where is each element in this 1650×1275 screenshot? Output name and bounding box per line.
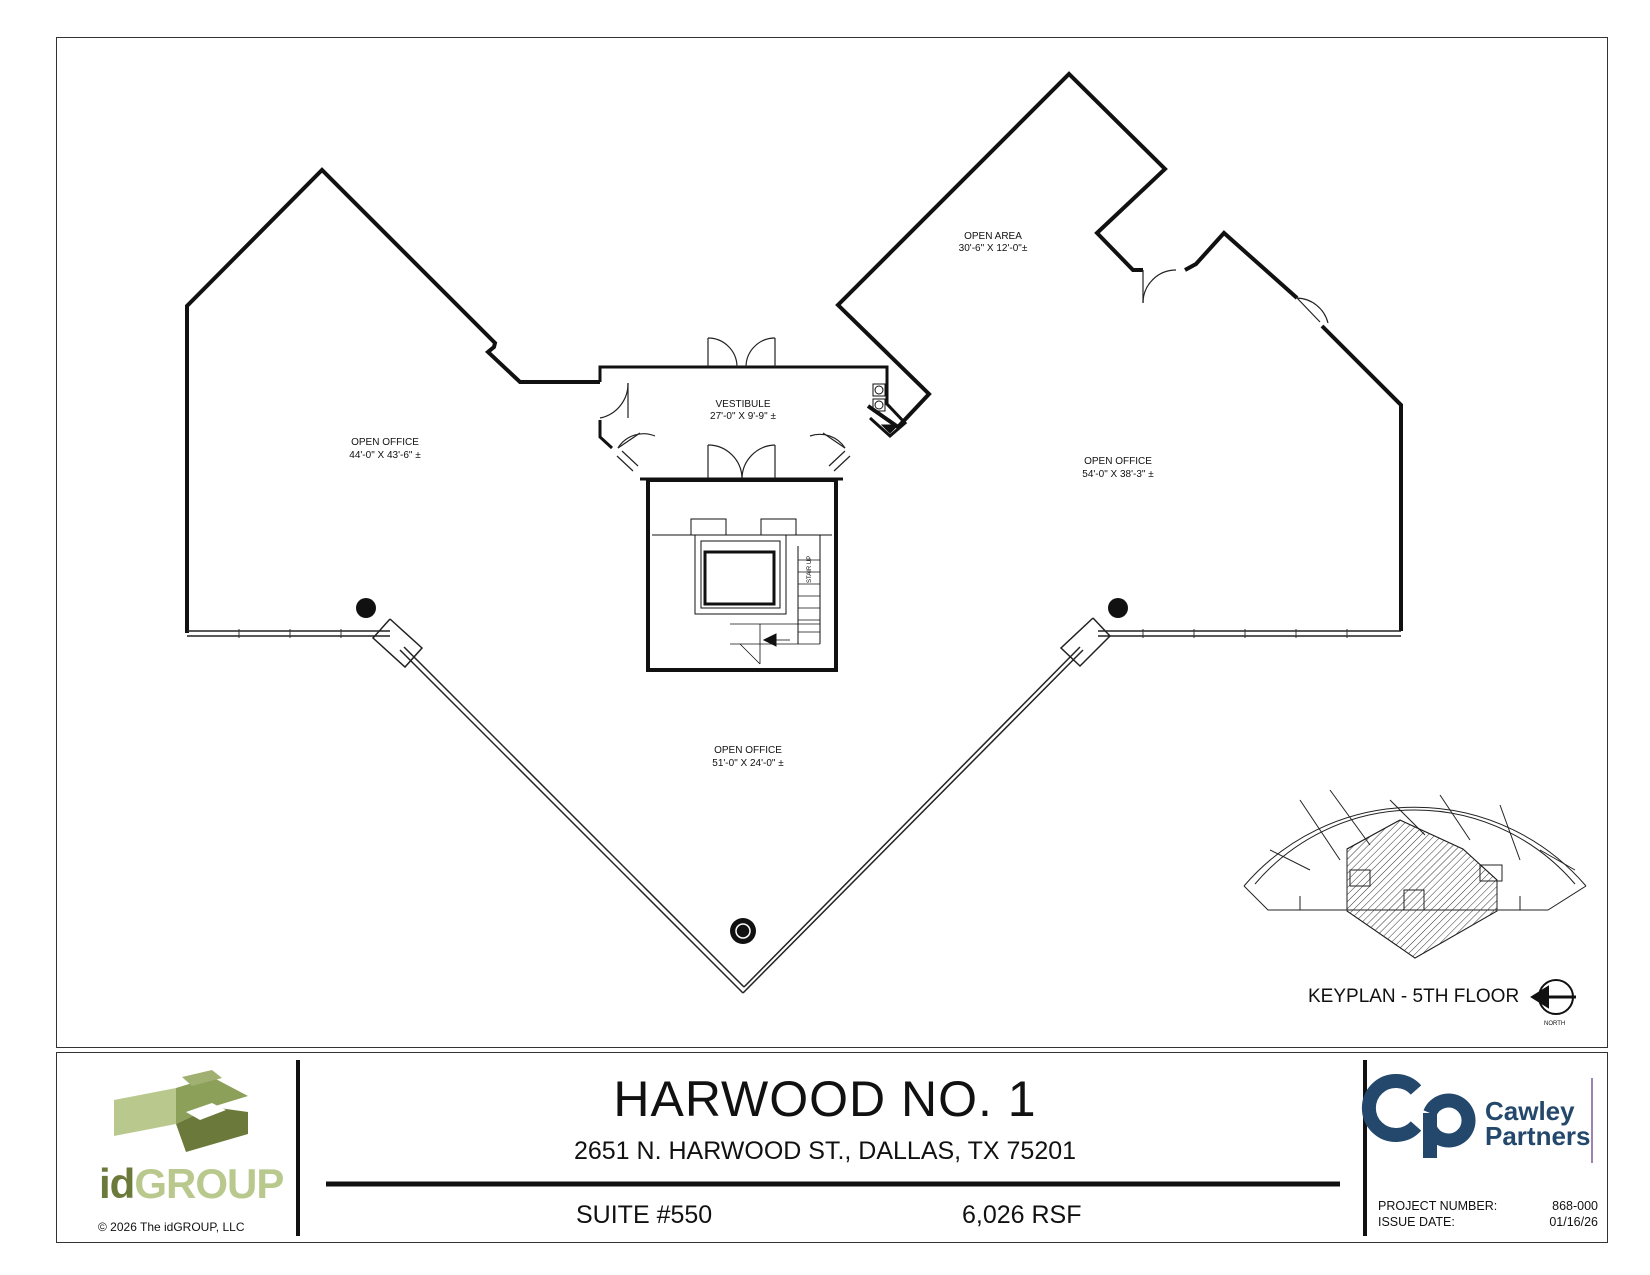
column-left (356, 598, 376, 618)
right-wing-doors (1142, 269, 1329, 324)
drinking-fountain-icon (872, 383, 900, 434)
cawley-line-1: Cawley (1485, 1096, 1575, 1126)
idgroup-logo-group: GROUP (134, 1160, 284, 1207)
room-open-office-west-dims: 44'-0" X 43'-6" ± (349, 450, 421, 461)
project-number-value: 868-000 (1552, 1199, 1598, 1213)
column-right (1108, 598, 1128, 618)
vestibule-doors (599, 337, 851, 480)
building-core (646, 478, 838, 672)
keyplan-label: KEYPLAN - 5TH FLOOR (1308, 986, 1520, 1007)
title-block-dividers (296, 1060, 1593, 1236)
room-open-area-dims: 30'-6" X 12'-0"± (959, 243, 1028, 254)
project-address: 2651 N. HARWOOD ST., DALLAS, TX 75201 (573, 1137, 1077, 1165)
copyright-notice: © 2026 The idGROUP, LLC (98, 1220, 245, 1234)
idgroup-logo-text: idGROUP (99, 1160, 284, 1208)
right-wing-walls (835, 71, 1403, 631)
left-wing-walls (185, 167, 600, 633)
glazing-mullions (238, 629, 1348, 638)
room-vestibule-name: VESTIBULE (715, 399, 770, 410)
rentable-area: 6,026 RSF (962, 1201, 1082, 1229)
vestibule-walls (598, 365, 908, 481)
project-title: HARWOOD NO. 1 (613, 1071, 1037, 1127)
cawley-logo-mark (1361, 1074, 1476, 1158)
keyplan-diagram (1243, 789, 1587, 959)
project-number-label: PROJECT NUMBER: (1378, 1199, 1498, 1213)
room-vestibule-dims: 27'-0" X 9'-9" ± (710, 411, 776, 422)
north-arrow-icon (1530, 979, 1576, 1015)
idgroup-logo-mark (114, 1070, 248, 1152)
column-bottom (730, 918, 756, 944)
suite-number: SUITE #550 (576, 1201, 713, 1229)
room-open-office-south-name: OPEN OFFICE (714, 745, 782, 756)
exterior-glazing (187, 617, 1401, 994)
cawley-line-2: Partners (1485, 1121, 1591, 1151)
room-open-office-west-name: OPEN OFFICE (351, 437, 419, 448)
room-open-area-name: OPEN AREA (964, 231, 1022, 242)
title-block-frame (56, 1052, 1608, 1243)
stair-label: STAIR UP (807, 556, 813, 583)
room-open-office-east-dims: 54'-0" X 38'-3" ± (1082, 469, 1154, 480)
issue-date-value: 01/16/26 (1549, 1215, 1598, 1229)
room-open-office-south-dims: 51'-0" X 24'-0" ± (712, 758, 784, 769)
room-open-office-east-name: OPEN OFFICE (1084, 456, 1152, 467)
issue-date-label: ISSUE DATE: (1378, 1215, 1455, 1229)
room-labels: OPEN AREA 30'-6" X 12'-0"± VESTIBULE 27'… (349, 231, 1154, 769)
idgroup-logo-id: id (99, 1160, 135, 1207)
north-label: NORTH (1544, 1021, 1566, 1027)
floor-plan-frame (56, 37, 1608, 1048)
